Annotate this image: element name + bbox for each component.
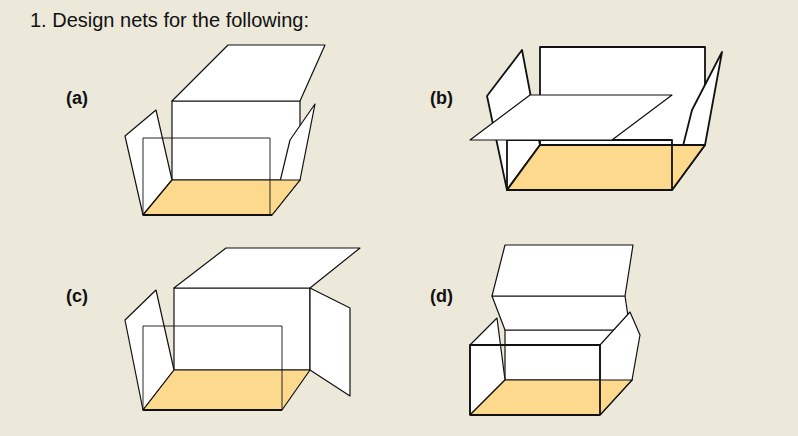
box-b bbox=[470, 47, 722, 190]
exercise-heading: 1. Design nets for the following: bbox=[30, 9, 309, 32]
part-label: (a) bbox=[66, 88, 88, 109]
part-label: (b) bbox=[430, 88, 453, 109]
box-c bbox=[125, 248, 360, 410]
part-label: (c) bbox=[66, 286, 88, 307]
part-label: (d) bbox=[430, 286, 453, 307]
box-a bbox=[125, 45, 325, 215]
box-d bbox=[470, 245, 640, 415]
